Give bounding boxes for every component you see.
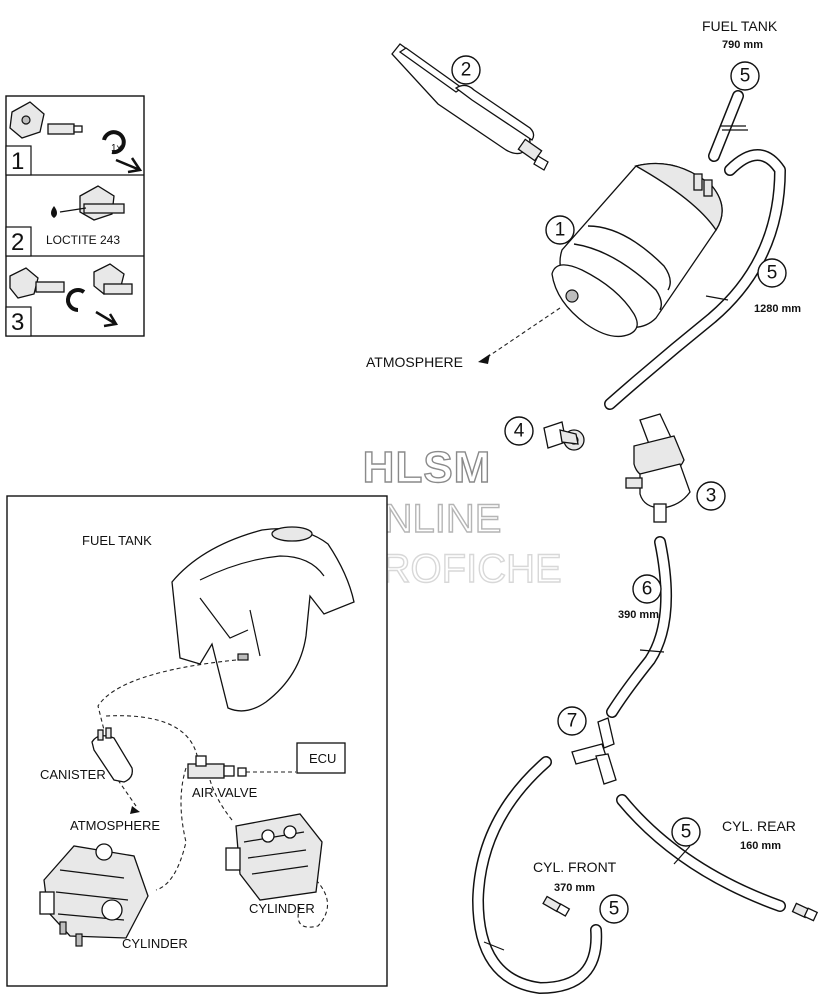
callout-5-front: 5 bbox=[599, 894, 629, 924]
inset-fuel-tank-label: FUEL TANK bbox=[82, 533, 152, 548]
part-4-bracket bbox=[543, 421, 585, 451]
step-1-number: 1 bbox=[11, 148, 24, 175]
inset-canister bbox=[91, 727, 133, 783]
step-2-number: 2 bbox=[11, 229, 24, 256]
inset-cylinder-front bbox=[39, 843, 149, 947]
fitting-front bbox=[542, 895, 571, 917]
hose-6-390 bbox=[606, 536, 673, 718]
fitting-rear bbox=[791, 902, 819, 922]
line-valve-cyl-rear bbox=[209, 779, 233, 821]
rotate-arrow-icon bbox=[102, 130, 143, 174]
callout-1: 1 bbox=[545, 215, 575, 245]
hose-fuel-tank-short bbox=[708, 90, 748, 162]
line-tank-canister bbox=[97, 659, 237, 731]
cyl-front-label: CYL. FRONT bbox=[533, 859, 617, 875]
step-1-note: 1x bbox=[111, 143, 122, 154]
svg-text:7: 7 bbox=[567, 711, 578, 732]
callout-4: 4 bbox=[504, 416, 534, 446]
atmosphere-leader bbox=[485, 307, 561, 359]
svg-text:3: 3 bbox=[706, 486, 717, 507]
line-cyl-rear-loop bbox=[297, 879, 329, 928]
loctite-drop-icon bbox=[51, 206, 57, 218]
hose-long-length: 1280 mm bbox=[754, 303, 801, 315]
cyl-rear-length: 160 mm bbox=[740, 840, 781, 852]
inset-cylinder-front-label: CYLINDER bbox=[122, 936, 188, 951]
part-3-valve bbox=[625, 413, 691, 523]
inset-air-valve bbox=[187, 755, 247, 779]
step-2-note: LOCTITE 243 bbox=[46, 233, 120, 247]
inset-cylinder-rear bbox=[225, 813, 323, 901]
step-3-fitting-icon bbox=[9, 263, 133, 299]
atmosphere-label: ATMOSPHERE bbox=[366, 354, 463, 370]
cyl-rear-label: CYL. REAR bbox=[722, 818, 796, 834]
hose-cyl-front bbox=[472, 756, 603, 994]
callout-3: 3 bbox=[696, 481, 726, 511]
fuel-tank-label: FUEL TANK bbox=[702, 18, 778, 34]
inset-canister-label: CANISTER bbox=[40, 767, 106, 782]
hose-6-length: 390 mm bbox=[618, 609, 659, 621]
reverse-rotate-arrow-icon bbox=[66, 288, 119, 328]
step-1-fitting-icon bbox=[9, 101, 83, 139]
line-canister-valve bbox=[105, 715, 199, 761]
inset-cylinder-rear-label: CYLINDER bbox=[249, 901, 315, 916]
inset-atmosphere-arrow-icon bbox=[130, 806, 140, 814]
line-valve-cyl-front bbox=[155, 767, 187, 891]
inset-ecu-box bbox=[296, 742, 346, 774]
hose-cyl-rear bbox=[616, 794, 786, 912]
callout-6: 6 bbox=[632, 574, 662, 604]
svg-text:2: 2 bbox=[461, 60, 472, 81]
cyl-front-length: 370 mm bbox=[554, 882, 595, 894]
hose-long-1280 bbox=[604, 149, 786, 410]
inset-atmosphere-label: ATMOSPHERE bbox=[70, 818, 160, 833]
callout-5-rear: 5 bbox=[671, 817, 701, 847]
callout-5-tank: 5 bbox=[730, 61, 760, 91]
part-1-canister bbox=[551, 162, 723, 338]
svg-text:5: 5 bbox=[609, 899, 620, 920]
inset-fuel-tank bbox=[171, 526, 355, 712]
atmosphere-arrow-icon bbox=[478, 354, 490, 364]
svg-text:4: 4 bbox=[514, 421, 525, 442]
fuel-tank-length: 790 mm bbox=[722, 39, 763, 51]
svg-text:5: 5 bbox=[681, 822, 692, 843]
step-2-fitting-icon bbox=[59, 185, 125, 221]
callout-7: 7 bbox=[557, 706, 587, 736]
callout-5-long: 5 bbox=[757, 258, 787, 288]
part-7-t-piece bbox=[571, 717, 617, 785]
svg-text:5: 5 bbox=[767, 263, 778, 284]
inset-ecu-label: ECU bbox=[309, 751, 336, 766]
svg-text:5: 5 bbox=[740, 66, 751, 87]
line-canister-atmosphere bbox=[117, 779, 137, 807]
schematic-inset: FUEL TANK CANISTER bbox=[6, 495, 388, 987]
inset-air-valve-label: AIR VALVE bbox=[192, 785, 258, 800]
part-2-clip bbox=[391, 43, 549, 171]
step-3-number: 3 bbox=[11, 309, 24, 336]
callout-2: 2 bbox=[451, 55, 481, 85]
step-panel: 1 1x 2 LOCTITE 243 3 bbox=[5, 95, 145, 337]
watermark-line-1: HLSM bbox=[363, 443, 492, 492]
svg-text:6: 6 bbox=[642, 579, 653, 600]
svg-text:1: 1 bbox=[555, 220, 566, 241]
